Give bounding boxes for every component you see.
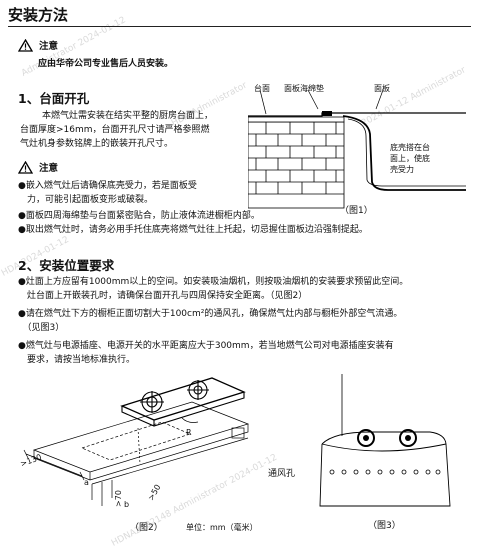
bullet-line: ●面板四周海绵垫与台面紧密贴合，防止液体流进橱柜内部。 [18, 211, 260, 221]
fig1-label-counter: 台面 [254, 84, 270, 93]
fig1-note: 底壳搭在台 面上，使底 壳受力 [390, 143, 430, 174]
bullet-line: ●灶面上方应留有1000mm以上的空间。如安装吸油烟机，则按吸油烟机的安装要求预… [18, 277, 409, 287]
fig2-dim-r: R [186, 428, 192, 437]
fig2-unit: 单位：mm（毫米） [186, 523, 258, 532]
fig2-dim-a: a [84, 478, 89, 487]
figure-3-diagram [319, 374, 451, 507]
notice-text: 应由华帝公司专业售后人员安装。 [38, 59, 174, 69]
warning-icon [18, 160, 33, 174]
bullet-line: 力，可能引起面板变形或破裂。 [18, 195, 154, 205]
section-1-para-line: 本燃气灶需安装在结实平整的厨房台面上， [42, 111, 214, 121]
notice-label: 注意 [39, 41, 59, 52]
fig3-caption: （图3） [368, 521, 401, 531]
fig1-label-panel: 面板 [374, 84, 390, 93]
bullet-line: （见图3） [18, 323, 65, 333]
section-1-heading: 1、台面开孔 [18, 91, 90, 106]
page-title: 安装方法 [8, 6, 69, 24]
fig1-caption: （图1） [340, 206, 373, 216]
notice-2: 注意 [18, 160, 58, 174]
bullet-line: ●燃气灶与电源插座、电源开关的水平距离应大于300mm，若当地燃气公司对电源插座… [18, 341, 394, 351]
fig2-caption: （图2） [130, 523, 163, 533]
bullet-line: ●取出燃气灶时，请务必用手托住底壳将燃气灶往上托起，切忌握住面板边沿强制提起。 [18, 225, 368, 235]
bullet-line: ●嵌入燃气灶后请确保底壳受力，若是面板受 [18, 181, 197, 191]
figure-2-diagram [23, 377, 250, 506]
section-1-para-line: 气灶机身参数铭牌上的嵌装开孔尺寸。 [20, 139, 174, 149]
title-divider [8, 26, 471, 27]
fig2-dim-70: >70 [113, 490, 123, 507]
section-1-para-line: 台面厚度>16mm，台面开孔尺寸请严格参照燃 [20, 125, 210, 135]
bullet-line: 要求，请按当地标准执行。 [18, 355, 136, 365]
bullet-line: ●请在燃气灶下方的橱柜正面切割大于100cm²的通风孔，确保燃气灶内部与橱柜外部… [18, 309, 403, 319]
fig2-dim-b: b [124, 500, 130, 509]
figure-1-diagram [248, 89, 466, 209]
notice-1: 注意 [18, 38, 58, 52]
fig3-vent-label: 通风孔 [268, 469, 296, 479]
section-2-heading: 2、安装位置要求 [18, 258, 115, 273]
notice-label: 注意 [39, 163, 59, 174]
bullet-line: 灶台面上开嵌装孔时，请确保台面开孔与四周保持安全距离。（见图2） [18, 291, 308, 301]
warning-icon [18, 38, 33, 52]
fig1-label-sponge: 面板海绵垫 [284, 84, 324, 93]
